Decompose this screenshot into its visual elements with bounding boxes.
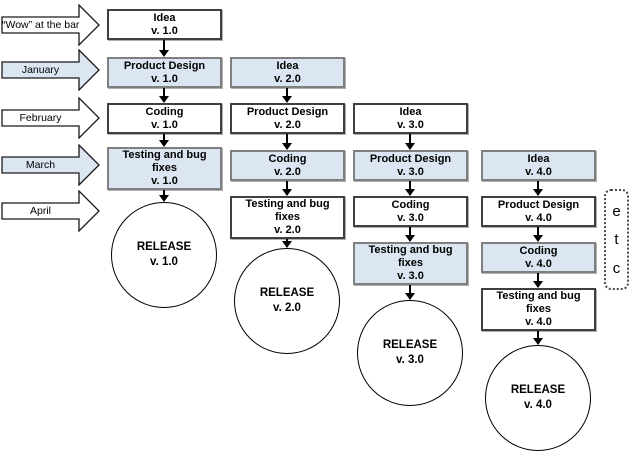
step-label: Testing and bug fixes [122,149,207,174]
release-label: RELEASE [259,287,315,299]
right-arrow-icon [1,97,100,139]
down-arrow-icon [281,134,293,150]
timeline-label: January [21,64,60,76]
step-label: Product Design [369,152,452,165]
step-label: Idea [399,105,422,118]
step-box-coding-v2: Coding v. 2.0 [230,150,345,181]
step-label: Idea [527,152,550,165]
etc-letter: e [612,202,621,220]
step-version: v. 4.0 [525,165,552,178]
down-arrow-icon [532,227,544,242]
step-version: v. 2.0 [274,224,301,236]
down-arrow-icon [404,227,416,242]
down-arrow-icon [281,181,293,196]
step-box-product-design-v2: Product Design v. 2.0 [230,103,345,134]
step-label: Idea [153,11,176,24]
step-label: Product Design [246,105,329,118]
step-label: Product Design [497,198,580,211]
release-label: RELEASE [136,241,192,253]
timeline-arrow-march: March [1,144,101,186]
step-version: v. 1.0 [151,24,178,37]
down-arrow-icon [532,273,544,288]
step-label: Idea [276,59,299,72]
release-circle-v2: RELEASE v. 2.0 [234,248,340,354]
release-circle-v1: RELEASE v. 1.0 [111,202,217,308]
right-arrow-icon [1,49,100,91]
step-version: v. 2.0 [274,118,301,131]
timeline-arrow-january: January [1,49,101,91]
down-arrow-icon [404,181,416,196]
release-version: v. 2.0 [273,302,301,314]
step-label: Product Design [123,59,206,72]
step-label: Coding [519,244,558,257]
etc-letter: t [614,231,619,248]
step-box-idea-v1: Idea v. 1.0 [107,9,222,40]
step-box-product-design-v1: Product Design v. 1.0 [107,57,222,88]
step-version: v. 4.0 [525,316,552,328]
step-box-idea-v2: Idea v. 2.0 [230,57,345,88]
timeline-label: March [25,159,56,171]
step-version: v. 1.0 [151,118,178,131]
step-box-testing-v1: Testing and bug fixes v. 1.0 [107,147,222,190]
step-label: Testing and bug fixes [496,290,581,315]
step-box-testing-v2: Testing and bug fixes v. 2.0 [230,196,345,239]
release-version: v. 1.0 [150,256,178,268]
release-version: v. 4.0 [524,399,552,411]
step-box-idea-v4: Idea v. 4.0 [481,150,596,181]
step-version: v. 4.0 [525,257,552,270]
down-arrow-icon [158,88,170,103]
step-box-testing-v3: Testing and bug fixes v. 3.0 [353,242,468,285]
step-version: v. 2.0 [274,165,301,178]
step-label: Coding [145,105,184,118]
right-arrow-icon [1,144,100,186]
down-arrow-icon [404,134,416,150]
release-circle-v4: RELEASE v. 4.0 [485,345,591,451]
step-label: Coding [391,198,430,211]
step-label: Coding [268,152,307,165]
release-label: RELEASE [382,339,438,351]
step-box-idea-v3: Idea v. 3.0 [353,103,468,134]
step-box-testing-v4: Testing and bug fixes v. 4.0 [481,288,596,331]
step-version: v. 2.0 [274,72,301,85]
timeline-label: April [29,205,51,217]
step-version: v. 1.0 [151,72,178,85]
down-arrow-icon [281,88,293,103]
timeline-label: February [19,112,62,124]
release-version: v. 3.0 [396,354,424,366]
step-version: v. 3.0 [397,211,424,224]
step-label: Testing and bug fixes [368,244,453,269]
step-box-coding-v4: Coding v. 4.0 [481,242,596,273]
step-version: v. 3.0 [397,270,424,282]
step-version: v. 3.0 [397,165,424,178]
down-arrow-icon [158,134,170,147]
down-arrow-icon [532,331,544,345]
timeline-arrow-wow-at-the-bar: “Wow” at the bar [1,4,101,46]
etc-box: e t c [604,189,629,290]
step-version: v. 4.0 [525,211,552,224]
timeline-arrow-february: February [1,97,101,139]
right-arrow-icon [1,4,100,46]
step-version: v. 1.0 [151,175,178,187]
down-arrow-icon [158,190,170,202]
down-arrow-icon [532,181,544,196]
release-label: RELEASE [510,384,566,396]
step-box-coding-v1: Coding v. 1.0 [107,103,222,134]
down-arrow-icon [404,285,416,300]
down-arrow-icon [281,239,293,248]
timeline-arrow-april: April [1,190,101,232]
down-arrow-icon [158,40,170,57]
step-label: Testing and bug fixes [245,198,330,223]
step-version: v. 3.0 [397,118,424,131]
release-circle-v3: RELEASE v. 3.0 [357,300,463,406]
step-box-coding-v3: Coding v. 3.0 [353,196,468,227]
step-box-product-design-v4: Product Design v. 4.0 [481,196,596,227]
timeline-label: “Wow” at the bar [2,19,80,31]
step-box-product-design-v3: Product Design v. 3.0 [353,150,468,181]
etc-letter: c [612,259,621,277]
right-arrow-icon [1,190,100,232]
